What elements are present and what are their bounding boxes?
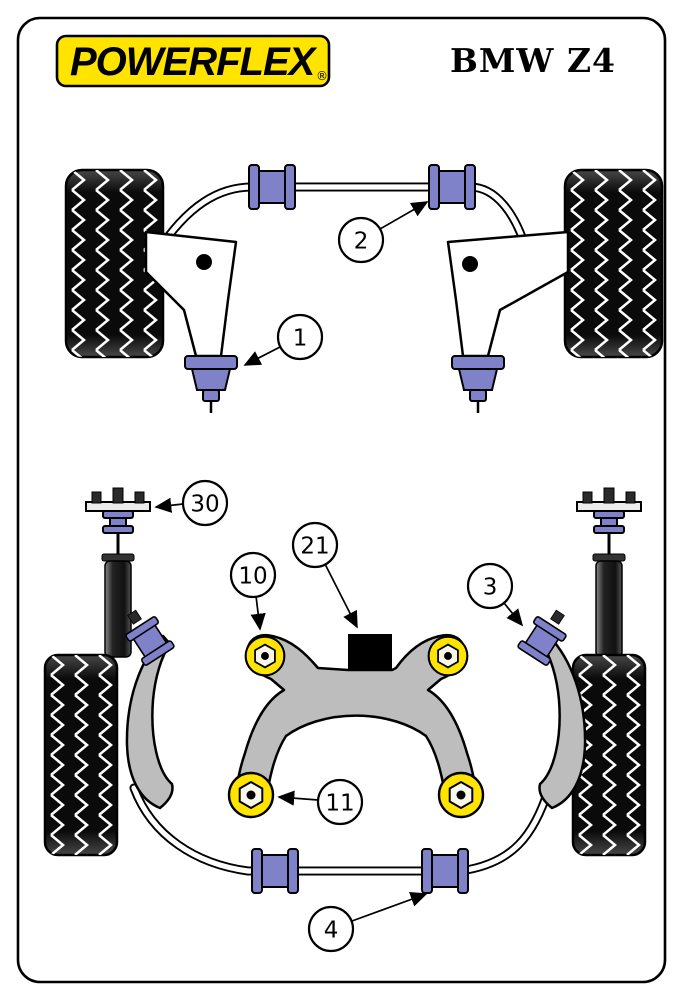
rear-anti-roll-bar xyxy=(129,783,554,876)
diff-mount-block xyxy=(348,634,392,670)
callout-30-label: 30 xyxy=(190,491,219,517)
rear-arb-bush-right xyxy=(421,848,469,894)
rear-suspension-diagram: 30 21 10 3 11 4 xyxy=(43,479,647,953)
callout-1: 1 xyxy=(276,313,324,361)
callout-21-arrow xyxy=(324,563,358,629)
front-left-arm-bush xyxy=(183,354,239,415)
callout-2-label: 2 xyxy=(354,228,369,254)
front-right-ball-joint xyxy=(462,256,478,272)
callout-2-arrow xyxy=(379,201,429,230)
front-suspension-diagram: 2 1 xyxy=(64,164,664,415)
callout-10-arrow xyxy=(250,595,266,631)
rear-left-tire xyxy=(43,653,119,857)
rear-right-trailing-arm-bush xyxy=(516,609,568,667)
callout-4-arrow xyxy=(351,892,428,922)
callout-1-label: 1 xyxy=(293,325,308,351)
powerflex-logo: POWERFLEX ® xyxy=(55,34,331,88)
subframe-rear-bush-right xyxy=(437,771,485,819)
brand-name: POWERFLEX xyxy=(70,40,318,84)
rear-right-shock-and-top-mount xyxy=(575,486,643,659)
callout-21: 21 xyxy=(291,521,339,569)
callout-4: 4 xyxy=(307,905,355,953)
callout-30: 30 xyxy=(181,479,229,527)
front-arb-bush-left xyxy=(248,164,296,210)
callout-11-label: 11 xyxy=(325,790,354,816)
callout-1-arrow xyxy=(243,346,281,366)
front-left-ball-joint xyxy=(196,254,212,270)
callout-11: 11 xyxy=(316,778,364,826)
callout-10-label: 10 xyxy=(238,563,267,589)
front-right-control-arm xyxy=(446,230,570,358)
rear-right-trailing-arm xyxy=(538,634,587,810)
page-border xyxy=(16,16,667,984)
front-right-tire xyxy=(563,168,664,359)
subframe-rear-bush-left xyxy=(227,771,275,819)
callout-3: 3 xyxy=(466,562,514,610)
callout-2: 2 xyxy=(337,216,385,264)
callout-4-label: 4 xyxy=(324,917,339,943)
subframe-front-bush-right xyxy=(427,635,469,677)
rear-left-trailing-arm xyxy=(125,634,174,810)
callout-11-arrow xyxy=(277,790,319,806)
rear-arb-bush-left xyxy=(251,848,299,894)
callout-30-arrow xyxy=(154,497,184,513)
front-right-arm-bush xyxy=(450,354,506,415)
front-arb-bush-right xyxy=(428,164,476,210)
rear-left-trailing-arm-bush xyxy=(124,609,176,667)
registered-mark: ® xyxy=(316,69,328,83)
callout-3-label: 3 xyxy=(483,574,498,600)
callout-21-label: 21 xyxy=(300,533,329,559)
logo-background xyxy=(55,34,331,88)
model-title: BMW Z4 xyxy=(450,41,616,80)
callout-3-arrow xyxy=(503,602,524,627)
subframe-front-bush-left xyxy=(244,635,286,677)
callout-10: 10 xyxy=(229,551,277,599)
